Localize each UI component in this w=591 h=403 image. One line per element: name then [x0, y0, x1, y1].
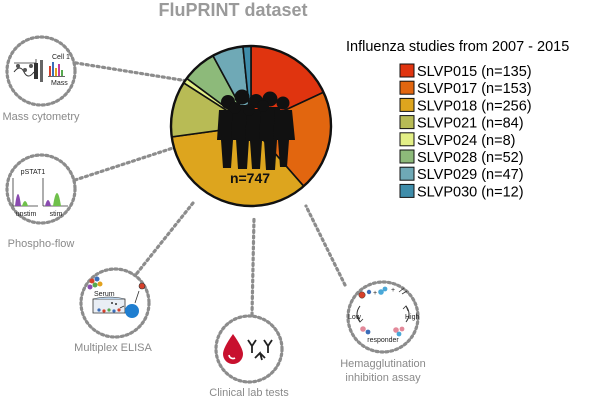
phospho-flow-stim-label: stim [50, 211, 63, 218]
legend-swatch-3 [399, 115, 415, 130]
multiplex-elisa-serum-label: Serum [94, 291, 115, 298]
assay-hai: + + Low High responder Hemagglutination … [340, 280, 426, 384]
pie-legend: SLVP015 (n=135)SLVP017 (n=153)SLVP018 (n… [399, 63, 532, 200]
legend-label-0: SLVP015 (n=135) [417, 64, 532, 80]
assay-label-multiplex-elisa: Multiplex ELISA [74, 342, 152, 354]
bead-plate-icon [87, 276, 146, 318]
legend-label-4: SLVP024 (n=8) [417, 133, 515, 149]
assay-label-mass-cytometry: Mass cytometry [2, 111, 80, 123]
blood-drop-antibody-icon [223, 334, 273, 364]
figure-title: FluPRINT dataset [158, 0, 307, 20]
mass-cytometer-icon [13, 59, 65, 82]
legend-swatch-5 [399, 149, 415, 164]
legend-label-2: SLVP018 (n=256) [417, 98, 532, 114]
connector-clinical-lab [250, 216, 256, 317]
hai-high-label: High [405, 314, 420, 321]
assay-clinical-lab: Clinical lab tests [209, 314, 289, 399]
assay-phospho-flow: pSTAT1 unstim stim Phospho-flow [5, 153, 77, 250]
assay-mass-cytometry: Cell 1 Mass Mass cytometry [2, 35, 80, 123]
legend-label-6: SLVP029 (n=47) [417, 167, 524, 183]
assay-label-hai-line2: inhibition assay [345, 372, 421, 384]
connector-mass-cytometry [68, 60, 202, 85]
phospho-flow-unstim-label: unstim [16, 211, 37, 218]
phospho-flow-marker-label: pSTAT1 [21, 169, 46, 176]
legend-label-3: SLVP021 (n=84) [417, 116, 524, 132]
legend-title: Influenza studies from 2007 - 2015 [346, 39, 569, 55]
histogram-icon [12, 178, 68, 207]
hai-cycle-icon: + + [356, 286, 410, 337]
legend-swatch-6 [399, 166, 415, 181]
connector-phospho-flow [73, 146, 175, 182]
legend-swatch-7 [399, 183, 415, 198]
legend-swatch-1 [399, 80, 415, 95]
assay-label-hai-line1: Hemagglutination [340, 358, 426, 370]
pie-center-label: n=747 [230, 170, 270, 186]
legend-swatch-4 [399, 132, 415, 147]
assay-multiplex-elisa: Serum Multiplex ELISA [74, 267, 152, 354]
connector-multiplex-elisa [128, 201, 195, 284]
hai-responder-label: responder [367, 337, 399, 344]
assay-label-phospho-flow: Phospho-flow [8, 238, 75, 250]
people-silhouette-icon [217, 89, 295, 170]
legend-swatch-2 [399, 97, 415, 112]
connector-hai [304, 204, 347, 287]
legend-swatch-0 [399, 63, 415, 78]
legend-label-1: SLVP017 (n=153) [417, 81, 532, 97]
connector-lines [68, 60, 347, 317]
legend-label-7: SLVP030 (n=12) [417, 184, 524, 200]
assay-ring [214, 314, 284, 384]
assay-label-clinical-lab: Clinical lab tests [209, 387, 289, 399]
legend-label-5: SLVP028 (n=52) [417, 150, 524, 166]
mass-cytometry-mass-label: Mass [51, 80, 68, 87]
mass-cytometry-cell-label: Cell 1 [52, 54, 70, 61]
pie-outline [169, 44, 333, 208]
svg-text:+: + [373, 290, 377, 297]
hai-low-label: Low [348, 314, 362, 321]
svg-text:+: + [391, 287, 395, 294]
